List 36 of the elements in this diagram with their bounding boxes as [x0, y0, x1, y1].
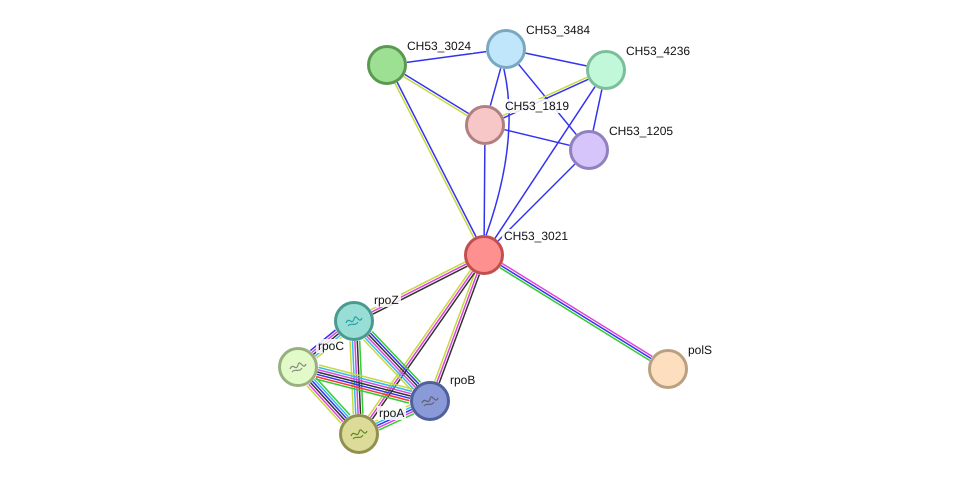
node-label: CH53_1819: [503, 99, 572, 113]
interaction-line: [352, 341, 356, 414]
interaction-line: [485, 68, 510, 236]
node-label: rpoC: [316, 339, 346, 353]
protein-node-circle: [334, 301, 374, 341]
protein-node-circle: [465, 105, 505, 145]
protein-node-circle: [367, 45, 407, 85]
protein-node-circle: [339, 414, 379, 454]
node-label: rpoZ: [372, 293, 401, 307]
interaction-line: [358, 340, 364, 414]
protein-node-circle: [278, 347, 318, 387]
node-label: CH53_3484: [524, 23, 592, 37]
interaction-line: [356, 340, 362, 414]
node-label: CH53_3024: [405, 39, 474, 53]
interaction-line: [490, 68, 502, 106]
interaction-line: [483, 145, 486, 235]
protein-node-circle: [586, 50, 626, 90]
interaction-line: [354, 340, 359, 414]
interaction-line: [525, 52, 587, 67]
protein-node-circle: [464, 235, 504, 275]
node-label: CH53_3021: [502, 229, 570, 243]
protein-node-circle: [486, 29, 526, 69]
protein-node-circle: [569, 130, 609, 170]
interaction-line: [592, 89, 603, 131]
interaction-line: [498, 164, 576, 242]
protein-node-circle: [648, 349, 688, 389]
node-label: CH53_1205: [607, 124, 676, 138]
node-label: CH53_4236: [624, 44, 692, 58]
node-label: polS: [686, 343, 714, 357]
interaction-line: [349, 341, 354, 414]
interaction-line: [494, 86, 596, 239]
protein-node-circle: [410, 381, 450, 421]
interaction-line: [504, 128, 570, 146]
interaction-line: [406, 50, 486, 64]
node-label: rpoB: [448, 373, 478, 387]
node-label: rpoA: [377, 406, 406, 420]
